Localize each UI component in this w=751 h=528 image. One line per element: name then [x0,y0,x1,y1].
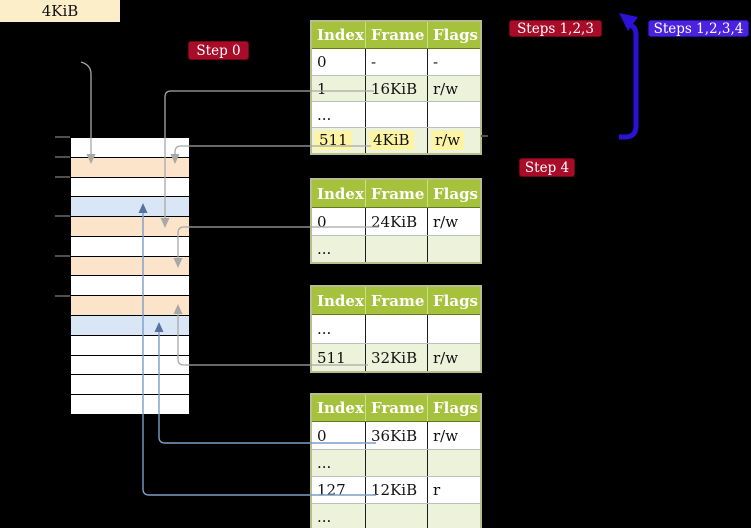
column-header-frame: Frame [366,287,428,314]
table-cell [366,315,428,343]
memory-stripe-page-table [71,255,189,276]
memory-stripe-free [71,374,189,395]
table-cell: ... [312,315,366,343]
memory-address-tick [55,255,70,257]
table-cell: 16KiB [366,76,428,101]
table-row: 511 4KiB r/w [312,127,480,153]
memory-stripe-free [71,354,189,375]
table-row: ... [312,503,480,528]
column-header-flags: Flags [433,399,478,417]
table-cell [366,450,428,476]
memory-stripe-page-table [71,156,189,177]
steps1234-badge: Steps 1,2,3,4 [648,20,749,37]
table-cell: ... [312,450,366,476]
table-cell [428,315,480,343]
column-header-frame: Frame [366,180,428,207]
memory-stripe-page-table [71,216,189,236]
table-row: ... [312,449,480,476]
table-row: ... [312,101,480,127]
table-cell: 12KiB [366,477,428,503]
frame-pointer-label: 4KiB [0,0,120,22]
memory-address-tick [55,215,70,217]
memory-address-tick [55,295,70,297]
table-cell [366,102,428,127]
memory-stripe-mapped [71,196,189,217]
table-cell [428,504,480,528]
memory-address-tick [55,156,70,158]
step4-badge: Step 4 [519,158,575,177]
highlighted-cell-text: 511 [315,131,352,150]
column-header-frame: Frame [366,22,428,48]
table-cell: - [366,49,428,75]
memory-stripe-page-table [71,295,189,316]
recursive-loop-arrow [619,13,639,140]
table-cell [428,102,480,127]
table-cell: 127 [312,477,366,503]
table-row: ... [312,315,480,343]
table-cell: ... [312,504,366,528]
table-cell [366,236,428,262]
table-cell: r/w [433,426,459,445]
memory-address-tick [55,136,70,138]
table-cell: 32KiB [366,344,428,371]
column-header-flags: Flags [433,291,478,310]
table-cell [428,450,480,476]
table-cell: ... [312,236,366,262]
column-header-flags: Flags [433,184,478,203]
memory-stripe-mapped [71,315,189,335]
memory-stripe-free [71,138,189,157]
highlighted-cell-text: r/w [431,131,465,150]
table-cell: r [433,481,441,499]
table-cell: - [433,53,439,71]
memory-stripe-free [71,334,189,355]
table-cell: 36KiB [366,422,428,449]
step0-badge: Step 0 [188,41,249,60]
table-cell: 24KiB [366,208,428,235]
table-cell: r/w [428,128,480,153]
table-cell [428,236,480,262]
memory-stripe-free [71,176,189,197]
table-cell: 0 [312,49,366,75]
table-cell: 511 [312,128,366,153]
table-cell: r/w [433,79,459,98]
table-cell: ... [312,102,366,127]
table-cell: 0 [312,422,366,449]
table-cell: r/w [433,212,459,231]
physical-memory-column [70,137,190,415]
column-header-index: Index [312,22,366,48]
memory-stripe-free [71,235,189,256]
highlighted-cell-text: 4KiB [369,131,414,150]
memory-stripe-free [71,394,189,414]
table-cell: 0 [312,208,366,235]
table-row: ... [312,235,480,262]
memory-stripe-free [71,275,189,296]
steps123-badge: Steps 1,2,3 [509,20,602,37]
memory-address-tick [55,176,70,178]
table-cell: 511 [312,344,366,371]
column-header-frame: Frame [366,395,428,421]
table-cell: 1 [312,76,366,101]
column-header-index: Index [312,395,366,421]
table-cell [366,504,428,528]
column-header-index: Index [312,287,366,314]
column-header-index: Index [312,180,366,207]
table-row: 0-- [312,49,480,75]
table-cell: 4KiB [366,128,428,153]
column-header-flags: Flags [433,26,478,44]
table-cell: r/w [433,348,459,367]
